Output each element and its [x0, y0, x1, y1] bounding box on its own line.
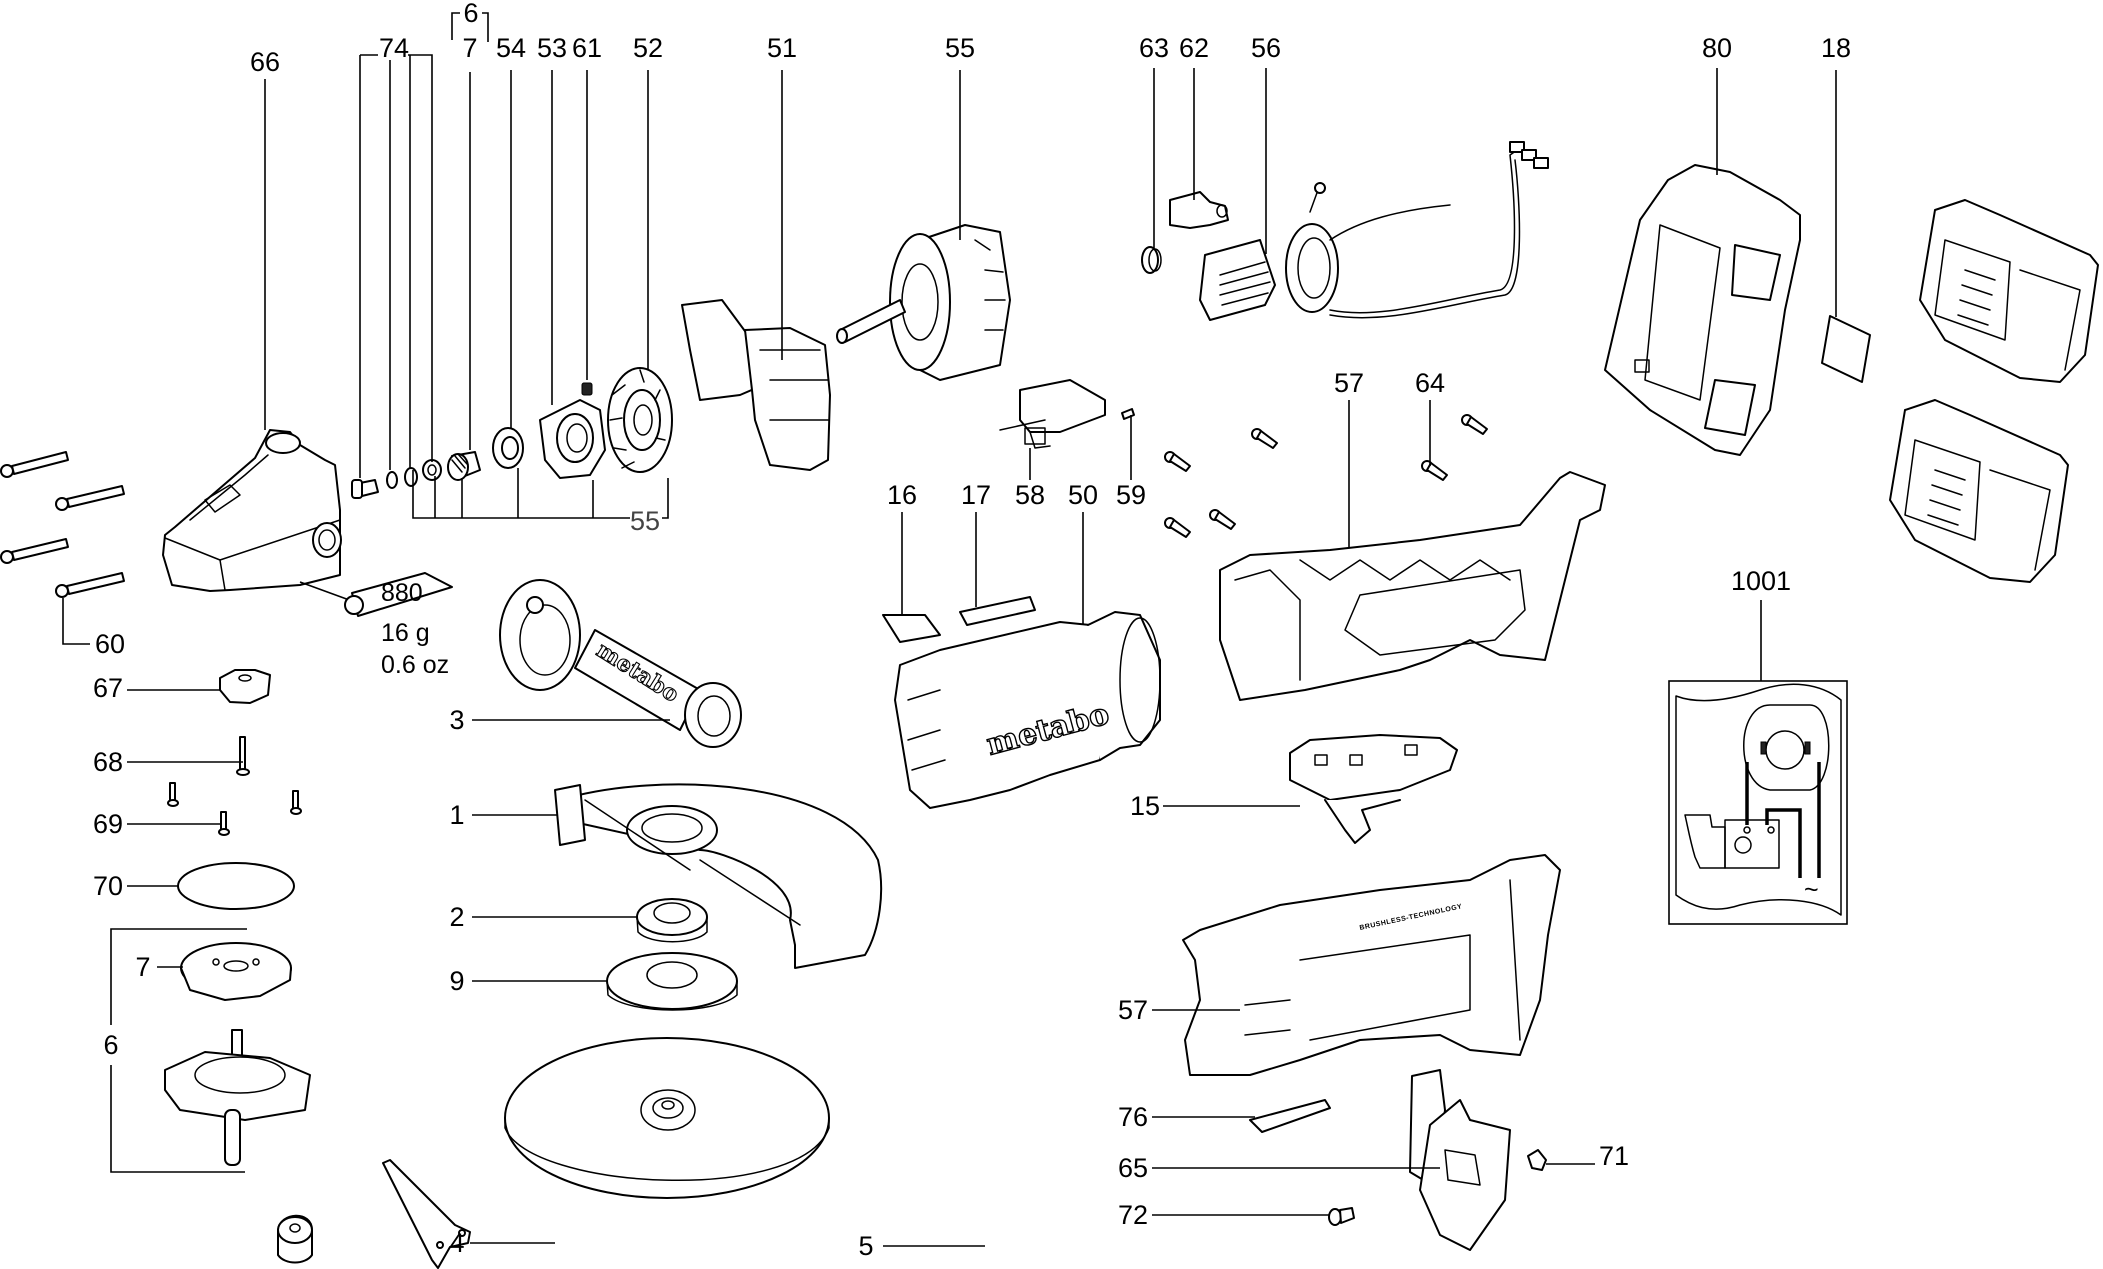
- callout-80: 80: [1702, 33, 1732, 63]
- callout-6-left: 6: [103, 1030, 118, 1060]
- quick-nut-drawing: [277, 1214, 313, 1264]
- nut-drawing: [219, 669, 271, 704]
- callout-59: 59: [1116, 480, 1146, 510]
- leader-lines: [62, 12, 1837, 1247]
- side-handle-drawing: metabo: [499, 579, 742, 748]
- long-screw-drawing: [236, 736, 250, 776]
- electronics-box-drawing: [999, 379, 1106, 449]
- bearing-plate-drawing: [539, 399, 606, 479]
- callout-7-left: 7: [135, 952, 150, 982]
- spindle-assembly-drawing: [164, 1029, 311, 1166]
- callout-64: 64: [1415, 368, 1445, 398]
- handle-shell-right-drawing: BRUSHLESS-TECHNOLOGY: [1182, 854, 1561, 1076]
- callout-65: 65: [1118, 1153, 1148, 1183]
- callout-66: 66: [250, 47, 280, 77]
- callout-76: 76: [1118, 1102, 1148, 1132]
- crown-gear-drawing: [180, 942, 292, 1001]
- pinion-drawing: [447, 451, 481, 481]
- grease-weight-g: 16 g: [381, 619, 430, 647]
- grease-weight-oz: 0.6 oz: [381, 651, 449, 679]
- sensor-holder-drawing: [1169, 191, 1229, 229]
- group-55-label: 55: [630, 506, 660, 536]
- support-flange-drawing: [636, 898, 708, 943]
- battery-interface-drawing: [1604, 164, 1801, 456]
- callout-3: 3: [449, 705, 464, 735]
- callout-18: 18: [1821, 33, 1851, 63]
- callout-55: 55: [945, 33, 975, 63]
- grease-code: 880: [381, 579, 423, 607]
- grease-tube-drawing: [299, 572, 453, 617]
- callout-67: 67: [93, 673, 123, 703]
- callout-51: 51: [767, 33, 797, 63]
- housing-screws-drawing: [0, 451, 125, 598]
- callout-68: 68: [93, 747, 123, 777]
- callout-53: 53: [537, 33, 567, 63]
- grinding-disc-drawing: [504, 1037, 830, 1199]
- callout-57-bottom: 57: [1118, 995, 1148, 1025]
- fan-drawing: [607, 367, 673, 473]
- bearing-screw-set-drawing: [351, 459, 442, 499]
- battery-pack-lower-drawing: [1889, 399, 2069, 583]
- callout-74: 74: [379, 33, 409, 63]
- cap-screw-drawing: [1328, 1207, 1355, 1226]
- motor-housing-drawing: metabo: [894, 611, 1161, 809]
- callout-1: 1: [449, 800, 464, 830]
- callout-4: 4: [449, 1228, 464, 1258]
- callout-71: 71: [1599, 1141, 1629, 1171]
- callout-69: 69: [93, 809, 123, 839]
- group-6-top-label: 6: [463, 0, 478, 28]
- callout-63: 63: [1139, 33, 1169, 63]
- callout-62: 62: [1179, 33, 1209, 63]
- callout-1001: 1001: [1731, 566, 1791, 596]
- end-cap-drawing: [1409, 1069, 1511, 1251]
- switch-drawing: [1289, 734, 1458, 844]
- handle-screws-drawing: [1164, 414, 1488, 538]
- callout-72: 72: [1118, 1200, 1148, 1230]
- label-17-drawing: [959, 596, 1036, 626]
- wiring-diagram-box: ~: [1668, 680, 1848, 925]
- callout-52: 52: [633, 33, 663, 63]
- small-screw-drawing: [1121, 408, 1135, 420]
- battery-pack-upper-drawing: [1919, 199, 2099, 383]
- ball-bearing-drawing: [492, 427, 524, 469]
- callout-17: 17: [961, 480, 991, 510]
- cap-nut-drawing: [1527, 1149, 1547, 1171]
- callout-61: 61: [572, 33, 602, 63]
- callout-56: 56: [1251, 33, 1281, 63]
- wheel-guard-drawing: [554, 783, 883, 969]
- callout-54: 54: [496, 33, 526, 63]
- label-sticker-drawing: [1821, 315, 1871, 383]
- rotor-drawing: [836, 224, 1011, 381]
- pin-spanner-drawing: [382, 1159, 471, 1269]
- callout-57-top: 57: [1334, 368, 1364, 398]
- label-16-drawing: [882, 614, 941, 643]
- handle-shell-left-drawing: [1219, 471, 1606, 701]
- callout-5: 5: [858, 1231, 873, 1261]
- stator-with-cable-drawing: [1199, 141, 1549, 321]
- o-ring-drawing: [177, 862, 295, 910]
- needle-bearing-drawing: [1141, 246, 1162, 274]
- short-screws-drawing: [167, 782, 302, 836]
- air-guide-ring-drawing: [681, 299, 831, 471]
- gear-housing-drawing: [162, 429, 342, 592]
- callout-9: 9: [449, 966, 464, 996]
- callout-50: 50: [1068, 480, 1098, 510]
- callout-58: 58: [1015, 480, 1045, 510]
- callout-60: 60: [95, 629, 125, 659]
- label-76-drawing: [1249, 1099, 1331, 1133]
- callout-70: 70: [93, 871, 123, 901]
- clamping-nut-drawing: [606, 952, 738, 1011]
- callout-15: 15: [1130, 791, 1160, 821]
- callout-7-top: 7: [462, 33, 477, 63]
- callout-2: 2: [449, 902, 464, 932]
- ac-symbol: ~: [1804, 876, 1819, 904]
- callout-16: 16: [887, 480, 917, 510]
- magnet-drawing: [581, 382, 593, 396]
